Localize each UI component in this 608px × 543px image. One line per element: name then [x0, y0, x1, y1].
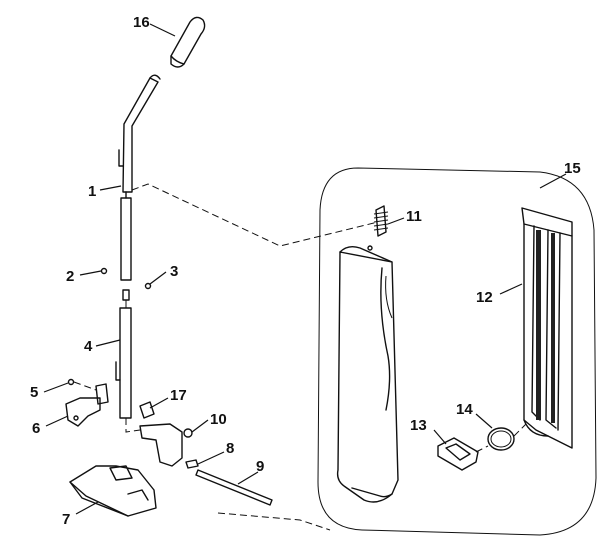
callout-2: 2 [66, 268, 74, 285]
outer-bag-12 [521, 207, 573, 449]
nozzle-base-7 [69, 465, 157, 517]
bolt-10 [183, 428, 193, 438]
ring-14 [475, 423, 527, 453]
bracket-6 [65, 381, 109, 427]
callout-5: 5 [30, 384, 38, 401]
connection-handle-lower [125, 418, 141, 433]
callout-11: 11 [406, 208, 422, 225]
callout-10: 10 [210, 411, 227, 428]
lower-handle [115, 289, 132, 419]
callout-3: 3 [170, 263, 178, 280]
callout-13: 13 [410, 417, 427, 434]
callout-4: 4 [84, 338, 93, 355]
callout-7: 7 [62, 511, 70, 528]
gasket-13 [437, 437, 479, 471]
pivot-bracket [139, 423, 183, 467]
spring-11 [367, 205, 389, 251]
screw-3 [144, 282, 152, 290]
callout-14: 14 [456, 401, 473, 418]
callout-1: 1 [88, 183, 96, 200]
screw-2 [100, 267, 108, 275]
clip-17 [139, 401, 155, 419]
dust-bag [336, 245, 399, 503]
leader-lines [43, 23, 567, 515]
connection-handle-to-bag [131, 183, 379, 247]
callout-17: 17 [170, 387, 187, 404]
connection-base-bottom [217, 512, 331, 531]
callout-12: 12 [476, 289, 493, 306]
callout-16: 16 [133, 14, 150, 31]
callout-9: 9 [256, 458, 264, 475]
screw-5 [67, 378, 75, 386]
handle-grip [170, 16, 206, 68]
callout-8: 8 [226, 440, 234, 457]
callout-6: 6 [32, 420, 40, 437]
rod-9 [195, 469, 273, 506]
upper-handle [118, 74, 161, 281]
callout-15: 15 [564, 160, 581, 177]
screw-8 [185, 459, 199, 469]
bag-assembly-outline [317, 167, 597, 536]
